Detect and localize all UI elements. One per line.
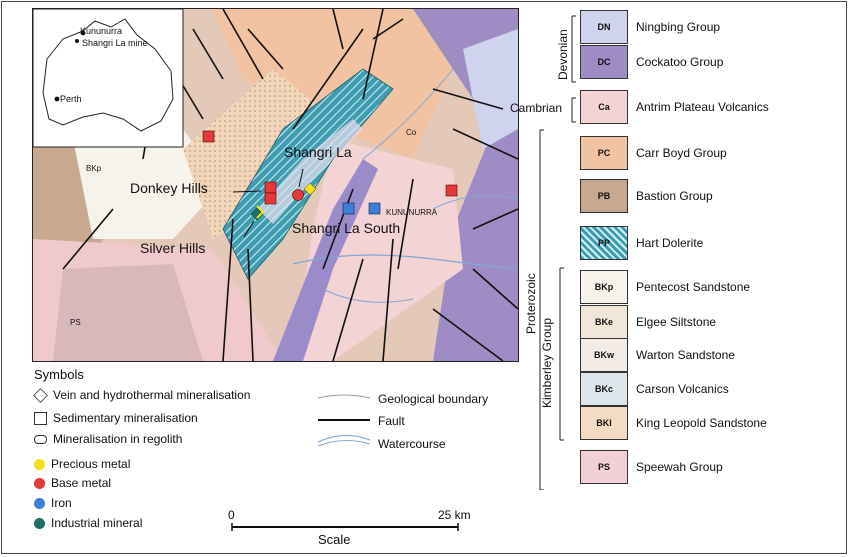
legend-name-pc: Carr Boyd Group <box>636 146 727 160</box>
symbols-title: Symbols <box>34 367 84 382</box>
legend-name-ps: Speewah Group <box>636 460 723 474</box>
scale-label: Scale <box>318 532 351 547</box>
line-legend-glyphs <box>317 394 371 447</box>
inset-label-kununurra: Kununurra <box>80 26 123 36</box>
legend-swatch-bkw: BKw <box>580 338 628 372</box>
legend-swatch-bkp: BKp <box>580 270 628 304</box>
scale-zero: 0 <box>228 508 235 522</box>
legend-name-dn: Ningbing Group <box>636 20 721 34</box>
legend-swatch-bkl: BKl <box>580 406 628 440</box>
legend-swatch-dc: DC <box>580 45 628 79</box>
symbol-label-base: Base metal <box>51 476 112 490</box>
place-silver-hills: Silver Hills <box>140 240 206 256</box>
line-label-geological-boundary: Geological boundary <box>378 392 489 406</box>
legend-name-bke: Elgee Siltstone <box>636 315 717 329</box>
unit-cambrian-center <box>293 139 463 361</box>
map-unit-code-bkp: BKp <box>86 164 102 173</box>
map-unit-code-co: Co <box>406 128 417 137</box>
legend-name-bkw: Warton Sandstone <box>636 348 735 362</box>
symbol-label-precious: Precious metal <box>51 457 131 471</box>
legend-name-bkp: Pentecost Sandstone <box>636 280 751 294</box>
legend-swatch-ps: PS <box>580 450 628 484</box>
unit-carr-boyd <box>213 9 453 159</box>
symbol-row-vein: Vein and hydrothermal mineralisation <box>33 387 251 403</box>
scale-max: 25 km <box>438 508 471 522</box>
legend-swatch-bke: BKe <box>580 305 628 339</box>
legend-name-bkl: King Leopold Sandstone <box>636 416 767 430</box>
symbol-row-iron: Iron <box>34 496 72 510</box>
map-unit-code-ps: PS <box>70 318 81 327</box>
place-kununurra-town: KUNUNURRA <box>386 208 438 217</box>
unit-sandstone-band <box>183 69 323 239</box>
symbol-label-vein: Vein and hydrothermal mineralisation <box>53 388 251 402</box>
symbol-regolith-icon <box>34 434 47 444</box>
legend-name-pp: Hart Dolerite <box>636 236 704 250</box>
symbol-sed-icon <box>34 411 47 425</box>
legend-swatch-bkc: BKc <box>580 372 628 406</box>
legend-name-pb: Bastion Group <box>636 189 713 203</box>
place-shangri-la-south: Shangri La South <box>292 220 401 236</box>
symbol-base-icon <box>34 477 45 489</box>
unit-speewah-south <box>53 264 203 361</box>
legend-swatch-pp: PP <box>580 226 628 260</box>
line-label-watercourse: Watercourse <box>378 437 446 451</box>
period-cambrian: Cambrian <box>510 101 563 115</box>
symbol-vein-icon <box>33 387 48 403</box>
legend-swatch-pc: PC <box>580 136 628 170</box>
symbol-row-industrial: Industrial mineral <box>34 516 142 530</box>
inset-label-perth: Perth <box>60 94 82 104</box>
symbol-row-regolith: Mineralisation in regolith <box>34 432 182 446</box>
symbol-industrial-icon <box>34 517 45 529</box>
place-shangri-la: Shangri La <box>284 144 352 160</box>
symbol-row-precious: Precious metal <box>34 457 130 471</box>
legend-name-dc: Cockatoo Group <box>636 55 724 69</box>
symbol-label-regolith: Mineralisation in regolith <box>53 432 183 446</box>
legend-name-ca: Antrim Plateau Volcanics <box>636 100 769 114</box>
symbol-precious-icon <box>34 458 45 470</box>
geological-map <box>32 8 519 362</box>
symbol-iron-icon <box>34 497 45 509</box>
unit-dolerite-core <box>258 119 363 224</box>
legend-brackets <box>539 15 576 490</box>
legend-swatch-pb: PB <box>580 179 628 213</box>
unit-ningbing-east <box>463 29 518 149</box>
symbol-label-iron: Iron <box>51 496 72 510</box>
symbol-row-sed: Sedimentary mineralisation <box>34 411 198 425</box>
line-label-fault: Fault <box>378 414 405 428</box>
australia-outline <box>42 18 174 132</box>
place-donkey-hills: Donkey Hills <box>130 180 208 196</box>
inset-label-shangri-la-mine: Shangri La mine <box>82 38 148 48</box>
legend-swatch-dn: DN <box>580 10 628 44</box>
symbol-row-base: Base metal <box>34 476 111 490</box>
legend-name-bkc: Carson Volcanics <box>636 382 729 396</box>
symbol-label-industrial: Industrial mineral <box>51 516 143 530</box>
legend-swatch-ca: Ca <box>580 90 628 124</box>
scale-bar <box>231 523 459 531</box>
symbol-label-sed: Sedimentary mineralisation <box>53 411 198 425</box>
